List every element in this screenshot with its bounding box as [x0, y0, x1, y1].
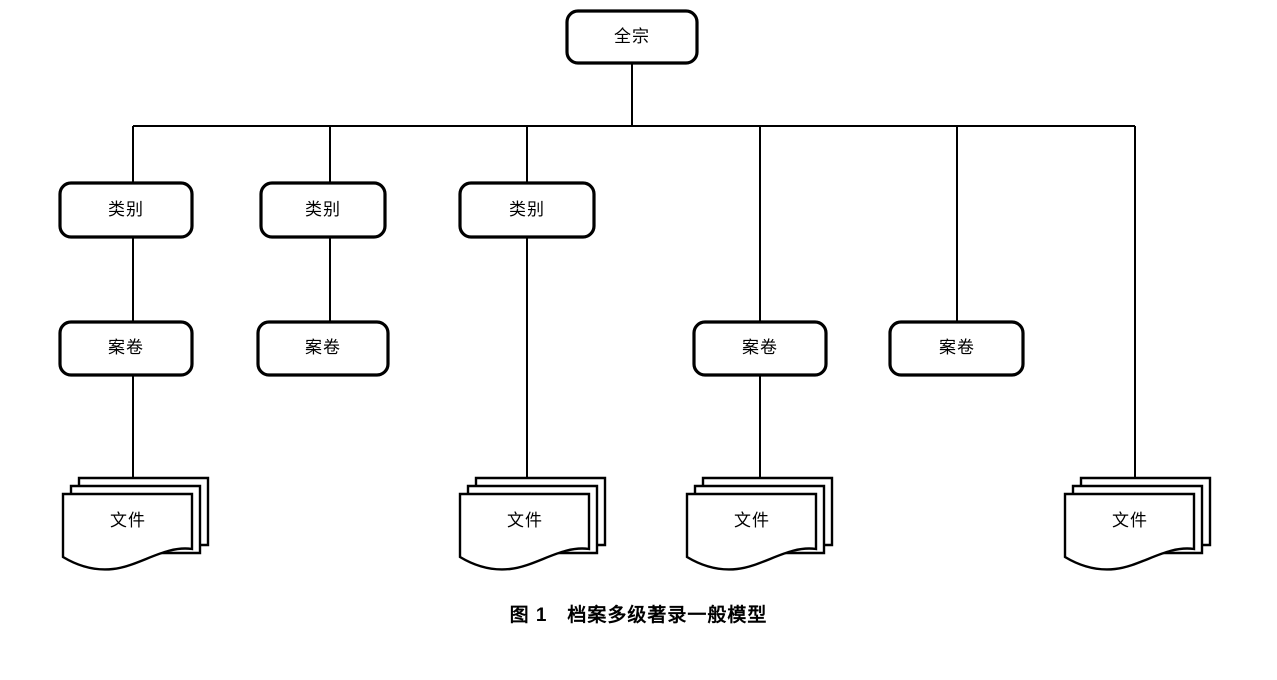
connector-layer — [132, 63, 1136, 492]
node-file-unit-3[interactable]: 案卷 — [692, 320, 828, 377]
node-file-unit-4[interactable]: 案卷 — [888, 320, 1025, 377]
node-box — [259, 181, 387, 239]
document-sheet-front — [685, 492, 818, 571]
document-sheet-front — [1063, 492, 1196, 571]
node-label-fonds: 全宗 — [614, 27, 650, 46]
node-category-1[interactable]: 类别 — [58, 181, 194, 239]
node-box — [256, 320, 390, 377]
node-label-category: 类别 — [509, 200, 545, 219]
node-box — [58, 181, 194, 239]
document-label: 文件 — [507, 511, 543, 530]
document-sheet-front — [458, 492, 591, 571]
node-label-file-unit: 案卷 — [939, 338, 975, 357]
node-box — [888, 320, 1025, 377]
node-box — [458, 181, 596, 239]
node-category-2[interactable]: 类别 — [259, 181, 387, 239]
document-label: 文件 — [734, 511, 770, 530]
node-category-3[interactable]: 类别 — [458, 181, 596, 239]
node-fonds-root[interactable]: 全宗 — [565, 9, 699, 65]
figure-caption: 图 1 档案多级著录一般模型 — [509, 605, 768, 626]
document-stack-3: 文件 — [685, 476, 834, 571]
node-label-file-unit: 案卷 — [742, 338, 778, 357]
node-file-unit-2[interactable]: 案卷 — [256, 320, 390, 377]
node-box — [565, 9, 699, 65]
document-stack-2: 文件 — [458, 476, 607, 571]
document-sheet-front — [61, 492, 194, 571]
document-stack-4: 文件 — [1063, 476, 1212, 571]
document-stack-1: 文件 — [61, 476, 210, 571]
node-label-category: 类别 — [305, 200, 341, 219]
node-label-category: 类别 — [108, 200, 144, 219]
node-box — [58, 320, 194, 377]
document-label: 文件 — [1112, 511, 1148, 530]
node-label-file-unit: 案卷 — [305, 338, 341, 357]
document-label: 文件 — [110, 511, 146, 530]
node-label-file-unit: 案卷 — [108, 338, 144, 357]
node-box — [692, 320, 828, 377]
node-file-unit-1[interactable]: 案卷 — [58, 320, 194, 377]
